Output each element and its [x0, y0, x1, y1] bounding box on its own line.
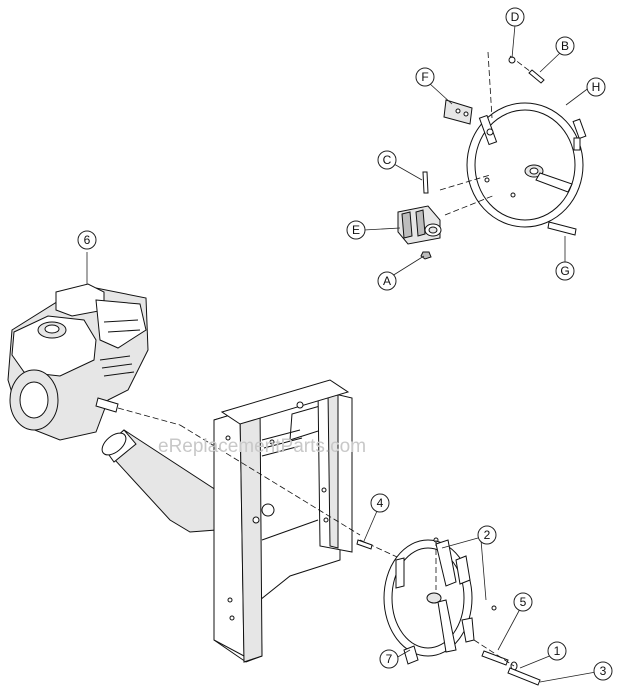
disc-h	[466, 102, 584, 228]
svg-text:E: E	[352, 223, 360, 237]
svg-text:2: 2	[484, 528, 491, 542]
bolt-4	[356, 539, 373, 550]
hardware-b-d	[508, 56, 545, 84]
callout-6: 6	[77, 230, 97, 250]
svg-text:A: A	[383, 274, 391, 288]
callout-c: C	[377, 150, 397, 170]
frame-assembly	[179, 379, 431, 663]
watermark-text: eReplacementParts.com	[158, 436, 366, 457]
bolt-b	[528, 69, 545, 84]
leader-lines	[86, 24, 597, 683]
discharge-chute	[101, 429, 217, 533]
callout-3: 3	[593, 661, 613, 681]
svg-text:3: 3	[600, 664, 607, 678]
nut-a	[420, 251, 432, 260]
bracket-e	[397, 205, 442, 245]
bolt-3	[507, 667, 541, 686]
callout-h: H	[586, 77, 606, 97]
pin-5	[481, 650, 509, 666]
disc-7-assembly	[383, 537, 497, 665]
pin-g	[547, 221, 577, 236]
svg-text:1: 1	[554, 644, 561, 658]
callout-f: F	[415, 67, 435, 87]
svg-text:5: 5	[520, 595, 527, 609]
svg-text:7: 7	[386, 652, 393, 666]
callout-7: 7	[379, 649, 399, 669]
engine-6	[7, 283, 181, 441]
svg-text:F: F	[421, 70, 428, 84]
screw-c	[422, 171, 429, 194]
svg-text:6: 6	[84, 233, 91, 247]
callout-b: B	[555, 36, 575, 56]
callout-e: E	[346, 220, 366, 240]
svg-text:B: B	[561, 39, 569, 53]
svg-text:4: 4	[377, 496, 384, 510]
disc-h-assembly	[439, 51, 587, 236]
callout-d: D	[505, 7, 525, 27]
svg-text:C: C	[383, 153, 392, 167]
callout-g: G	[555, 261, 575, 281]
svg-text:D: D	[511, 10, 520, 24]
bracket-f	[443, 99, 473, 125]
svg-text:H: H	[592, 80, 601, 94]
callout-a: A	[377, 271, 397, 291]
svg-text:G: G	[560, 264, 569, 278]
callout-4: 4	[370, 493, 390, 513]
callout-5: 5	[513, 592, 533, 612]
callout-1: 1	[547, 641, 567, 661]
callout-2: 2	[477, 525, 497, 545]
